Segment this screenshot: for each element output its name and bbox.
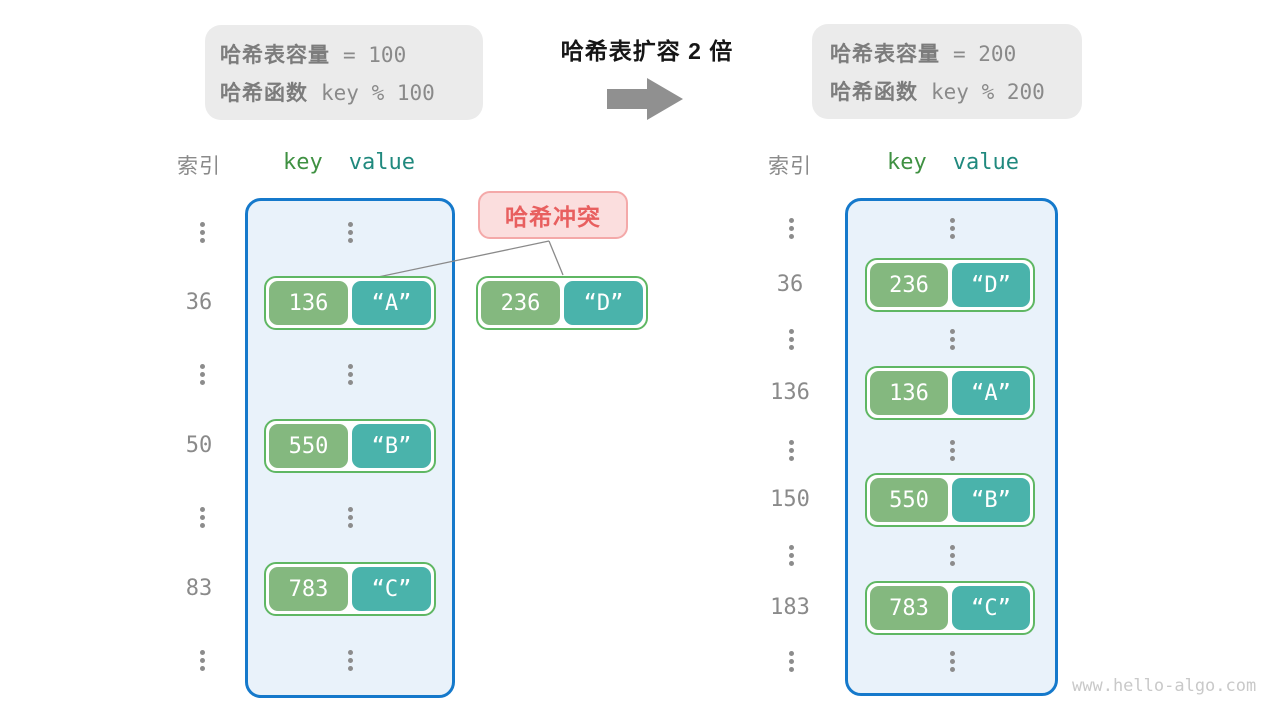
value-header: value bbox=[348, 150, 415, 175]
key-header: key bbox=[887, 150, 927, 175]
key-box: 236 bbox=[481, 281, 560, 325]
key-box: 136 bbox=[269, 281, 348, 325]
ellipsis-icon bbox=[949, 651, 955, 672]
ellipsis-icon bbox=[199, 222, 205, 243]
index-label: 36 bbox=[185, 290, 213, 315]
value-box: “A” bbox=[952, 371, 1030, 415]
value-box: “D” bbox=[564, 281, 643, 325]
kv-pair-136-A: 136 “A” bbox=[264, 276, 436, 330]
value-box: “B” bbox=[952, 478, 1030, 522]
index-label: 183 bbox=[770, 595, 810, 620]
ellipsis-icon bbox=[199, 364, 205, 385]
kv-pair-collision-236-D: 236 “D” bbox=[476, 276, 648, 330]
ellipsis-icon bbox=[949, 218, 955, 239]
key-box: 236 bbox=[870, 263, 948, 307]
index-column-header: 索引 bbox=[177, 155, 221, 178]
diagram-title: 哈希表扩容 2 倍 bbox=[560, 38, 734, 64]
value-box: “B” bbox=[352, 424, 431, 468]
hash-function-value: key % 100 bbox=[321, 80, 435, 105]
key-value-column-header: key value bbox=[887, 150, 1019, 175]
value-box: “A” bbox=[352, 281, 431, 325]
key-box: 136 bbox=[870, 371, 948, 415]
index-label: 150 bbox=[770, 487, 810, 512]
ellipsis-icon bbox=[347, 507, 353, 528]
hash-function-line: 哈希函数 key % 100 bbox=[220, 77, 468, 107]
ellipsis-icon bbox=[347, 650, 353, 671]
capacity-label: 哈希表容量 bbox=[830, 42, 940, 66]
kv-pair-783-C: 783 “C” bbox=[865, 581, 1035, 635]
index-column-header: 索引 bbox=[768, 155, 812, 178]
capacity-line: 哈希表容量 = 100 bbox=[220, 39, 468, 69]
value-header: value bbox=[952, 150, 1019, 175]
index-label: 50 bbox=[185, 433, 213, 458]
watermark: www.hello-algo.com bbox=[1072, 676, 1257, 696]
ellipsis-icon bbox=[199, 507, 205, 528]
kv-pair-783-C: 783 “C” bbox=[264, 562, 436, 616]
hash-function-value: key % 200 bbox=[931, 79, 1045, 104]
ellipsis-icon bbox=[949, 440, 955, 461]
ellipsis-icon bbox=[949, 329, 955, 350]
info-box-before: 哈希表容量 = 100 哈希函数 key % 100 bbox=[205, 25, 483, 120]
ellipsis-icon bbox=[788, 651, 794, 672]
capacity-label: 哈希表容量 bbox=[220, 43, 330, 67]
expand-arrow-icon bbox=[607, 78, 683, 125]
index-label: 136 bbox=[770, 380, 810, 405]
kv-pair-550-B: 550 “B” bbox=[264, 419, 436, 473]
ellipsis-icon bbox=[347, 364, 353, 385]
ellipsis-icon bbox=[788, 545, 794, 566]
key-box: 550 bbox=[870, 478, 948, 522]
hash-function-line: 哈希函数 key % 200 bbox=[830, 76, 1067, 106]
key-box: 783 bbox=[269, 567, 348, 611]
hash-function-label: 哈希函数 bbox=[830, 80, 918, 104]
kv-pair-236-D: 236 “D” bbox=[865, 258, 1035, 312]
key-box: 783 bbox=[870, 586, 948, 630]
index-label: 83 bbox=[185, 576, 213, 601]
value-box: “D” bbox=[952, 263, 1030, 307]
ellipsis-icon bbox=[347, 222, 353, 243]
value-box: “C” bbox=[952, 586, 1030, 630]
hash-collision-label: 哈希冲突 bbox=[478, 191, 628, 239]
ellipsis-icon bbox=[788, 329, 794, 350]
capacity-value: = 200 bbox=[953, 41, 1017, 66]
hash-function-label: 哈希函数 bbox=[220, 81, 308, 105]
kv-pair-550-B: 550 “B” bbox=[865, 473, 1035, 527]
ellipsis-icon bbox=[199, 650, 205, 671]
capacity-value: = 100 bbox=[343, 42, 407, 67]
kv-pair-136-A: 136 “A” bbox=[865, 366, 1035, 420]
key-box: 550 bbox=[269, 424, 348, 468]
index-label: 36 bbox=[776, 272, 804, 297]
key-header: key bbox=[283, 150, 323, 175]
value-box: “C” bbox=[352, 567, 431, 611]
info-box-after: 哈希表容量 = 200 哈希函数 key % 200 bbox=[812, 24, 1082, 119]
ellipsis-icon bbox=[788, 440, 794, 461]
ellipsis-icon bbox=[949, 545, 955, 566]
ellipsis-icon bbox=[788, 218, 794, 239]
capacity-line: 哈希表容量 = 200 bbox=[830, 38, 1067, 68]
key-value-column-header: key value bbox=[283, 150, 415, 175]
